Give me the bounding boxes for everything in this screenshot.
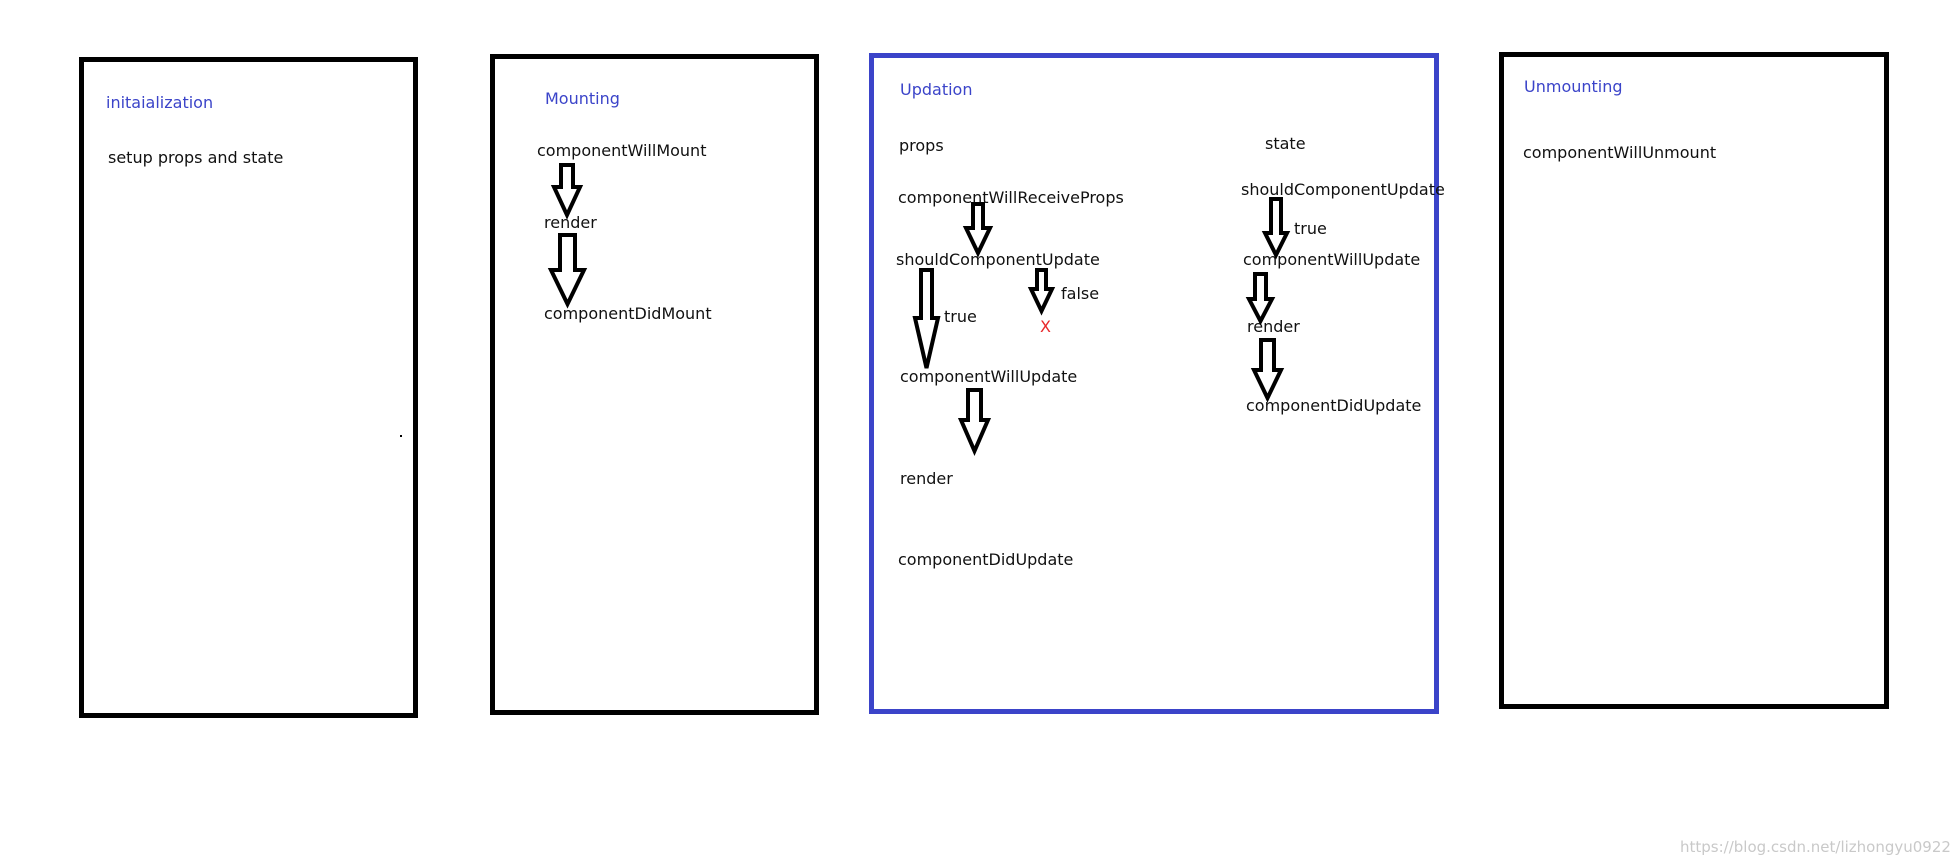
updation-state-header: state — [1265, 134, 1306, 153]
arrow-should-update-false — [1027, 268, 1056, 316]
arrow-will-mount-to-render — [550, 163, 584, 220]
props-should-component-update: shouldComponentUpdate — [896, 250, 1100, 269]
props-component-will-update: componentWillUpdate — [900, 367, 1078, 386]
props-false-blocked-mark: X — [1040, 317, 1051, 336]
arrow-should-update-true — [912, 268, 941, 369]
state-component-did-update: componentDidUpdate — [1246, 396, 1422, 415]
mounting-step-component-did-mount: componentDidMount — [544, 304, 712, 323]
state-should-component-update: shouldComponentUpdate — [1241, 180, 1445, 199]
arrow-will-update-to-render — [957, 388, 992, 457]
unmounting-box — [1499, 52, 1889, 709]
arrow-state-should-update-to-will-update — [1261, 197, 1291, 260]
initialization-box — [79, 57, 418, 718]
state-true-label: true — [1294, 219, 1327, 238]
updation-props-header: props — [899, 136, 944, 155]
updation-title: Updation — [900, 80, 973, 99]
mounting-title: Mounting — [545, 89, 620, 108]
unmounting-title: Unmounting — [1524, 77, 1623, 96]
stray-dot — [400, 435, 402, 437]
props-render: render — [900, 469, 953, 488]
arrow-state-will-update-to-render — [1245, 272, 1276, 326]
watermark: https://blog.csdn.net/lizhongyu0922 — [1680, 838, 1951, 856]
props-component-will-receive-props: componentWillReceiveProps — [898, 188, 1124, 207]
arrow-receive-props-to-should-update — [962, 202, 994, 258]
mounting-step-component-will-mount: componentWillMount — [537, 141, 707, 160]
mounting-step-render: render — [544, 213, 597, 232]
arrow-render-to-did-mount — [547, 233, 588, 309]
state-component-will-update: componentWillUpdate — [1243, 250, 1421, 269]
updation-box — [869, 53, 1439, 714]
mounting-box — [490, 54, 819, 715]
props-false-label: false — [1061, 284, 1100, 303]
initialization-text: setup props and state — [108, 148, 284, 167]
unmounting-step-component-will-unmount: componentWillUnmount — [1523, 143, 1717, 162]
arrow-state-render-to-did-update — [1250, 338, 1285, 403]
props-component-did-update: componentDidUpdate — [898, 550, 1074, 569]
initialization-title: initaialization — [106, 93, 214, 112]
props-true-label: true — [944, 307, 977, 326]
